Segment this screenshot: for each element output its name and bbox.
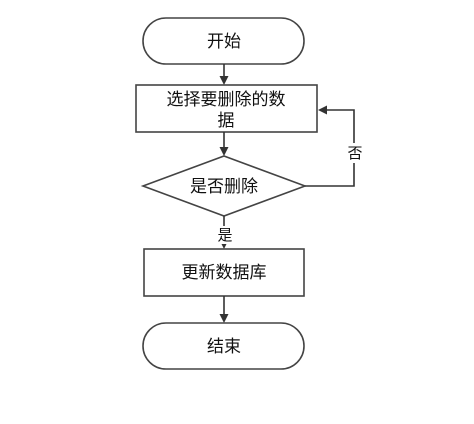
edge-update-to-end-arrowhead	[219, 314, 229, 323]
update-database-label: 更新数据库	[182, 263, 267, 283]
select-data-label-line1: 选择要删除的数	[167, 90, 286, 110]
yes-label: 是	[217, 226, 232, 244]
end-node-label: 结束	[207, 337, 241, 357]
decision-node: 是否删除	[140, 155, 308, 217]
start-node: 开始	[142, 17, 305, 65]
select-data-node-shape	[135, 84, 318, 133]
edge-decision-yes: 是	[214, 216, 236, 249]
edge-decision-no-loop: 否	[305, 105, 366, 187]
update-database-node: 更新数据库	[143, 248, 305, 297]
update-database-node-shape	[143, 248, 305, 297]
no-label-background	[344, 143, 366, 163]
decision-node-label: 是否删除	[190, 177, 258, 197]
yes-label-background	[214, 226, 236, 244]
edge-select-to-decision-arrowhead	[219, 147, 229, 156]
edge-start-to-select	[219, 64, 229, 85]
end-node-shape	[142, 322, 305, 370]
no-label: 否	[347, 144, 362, 162]
end-node: 结束	[142, 322, 305, 370]
select-data-node: 选择要删除的数 据	[135, 84, 318, 133]
edge-decision-no-loop-arrowhead	[318, 105, 327, 115]
edge-select-to-decision	[219, 132, 229, 156]
edge-start-to-select-arrowhead	[219, 76, 229, 85]
select-data-label-line2: 据	[218, 111, 235, 131]
edge-update-to-end	[219, 296, 229, 323]
start-node-label: 开始	[207, 32, 241, 52]
